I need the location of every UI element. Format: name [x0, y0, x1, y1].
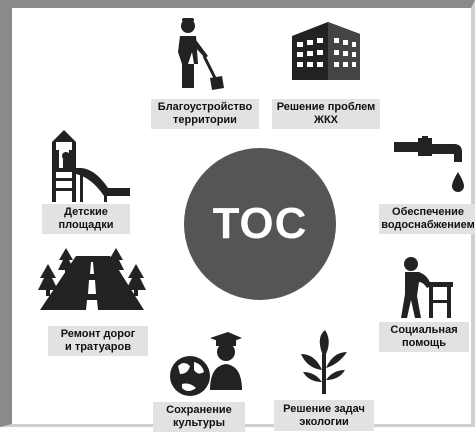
label-vodosnabzhenie-line1: Обеспечение [392, 206, 464, 218]
label-blagoustroystvo: Благоустройство территории [151, 99, 259, 129]
apartment-building-icon [288, 18, 364, 82]
label-blagoustroystvo-line1: Благоустройство [157, 101, 253, 113]
label-zhkh-line2: ЖКХ [314, 114, 338, 126]
globe-graduate-icon [166, 328, 242, 398]
label-socialnaya-line2: помощь [402, 337, 446, 349]
label-dorogi-line1: Ремонт дорог [60, 328, 136, 340]
label-dorogi-line2: и тратуаров [65, 341, 131, 353]
label-ekologiya: Решение задач экологии [274, 400, 374, 431]
center-circle: ТОС [184, 148, 336, 300]
plant-sprout-icon [295, 328, 353, 394]
label-zhkh-line1: Решение проблем [276, 101, 376, 113]
label-dorogi: Ремонт дорог и тратуаров [48, 326, 148, 356]
center-label: ТОС [212, 199, 308, 248]
label-ekologiya-line2: экологии [299, 415, 349, 428]
label-socialnaya: Социальная помощь [379, 322, 469, 352]
label-blagoustroystvo-line2: территории [173, 114, 237, 126]
label-kultura: Сохранение культуры [153, 402, 245, 432]
water-tap-icon [392, 136, 472, 198]
label-kultura-line2: культуры [172, 417, 225, 429]
label-zhkh: Решение проблем ЖКХ [272, 99, 380, 129]
label-ploshchadki-line1: Детские [64, 206, 108, 218]
label-vodosnabzhenie-line2: водоснабжением [381, 219, 475, 231]
playground-slide-icon [42, 130, 142, 204]
elderly-person-walker-icon [393, 256, 457, 322]
label-ekologiya-line1: Решение задач [283, 402, 365, 415]
label-ploshchadki: Детские площадки [42, 204, 130, 234]
label-vodosnabzhenie: Обеспечение водоснабжением [379, 204, 475, 234]
label-kultura-line1: Сохранение [166, 404, 232, 416]
label-socialnaya-line1: Социальная [390, 324, 458, 336]
worker-shovel-icon [158, 16, 228, 96]
road-trees-icon [36, 248, 148, 312]
label-ploshchadki-line2: площадки [58, 219, 114, 231]
